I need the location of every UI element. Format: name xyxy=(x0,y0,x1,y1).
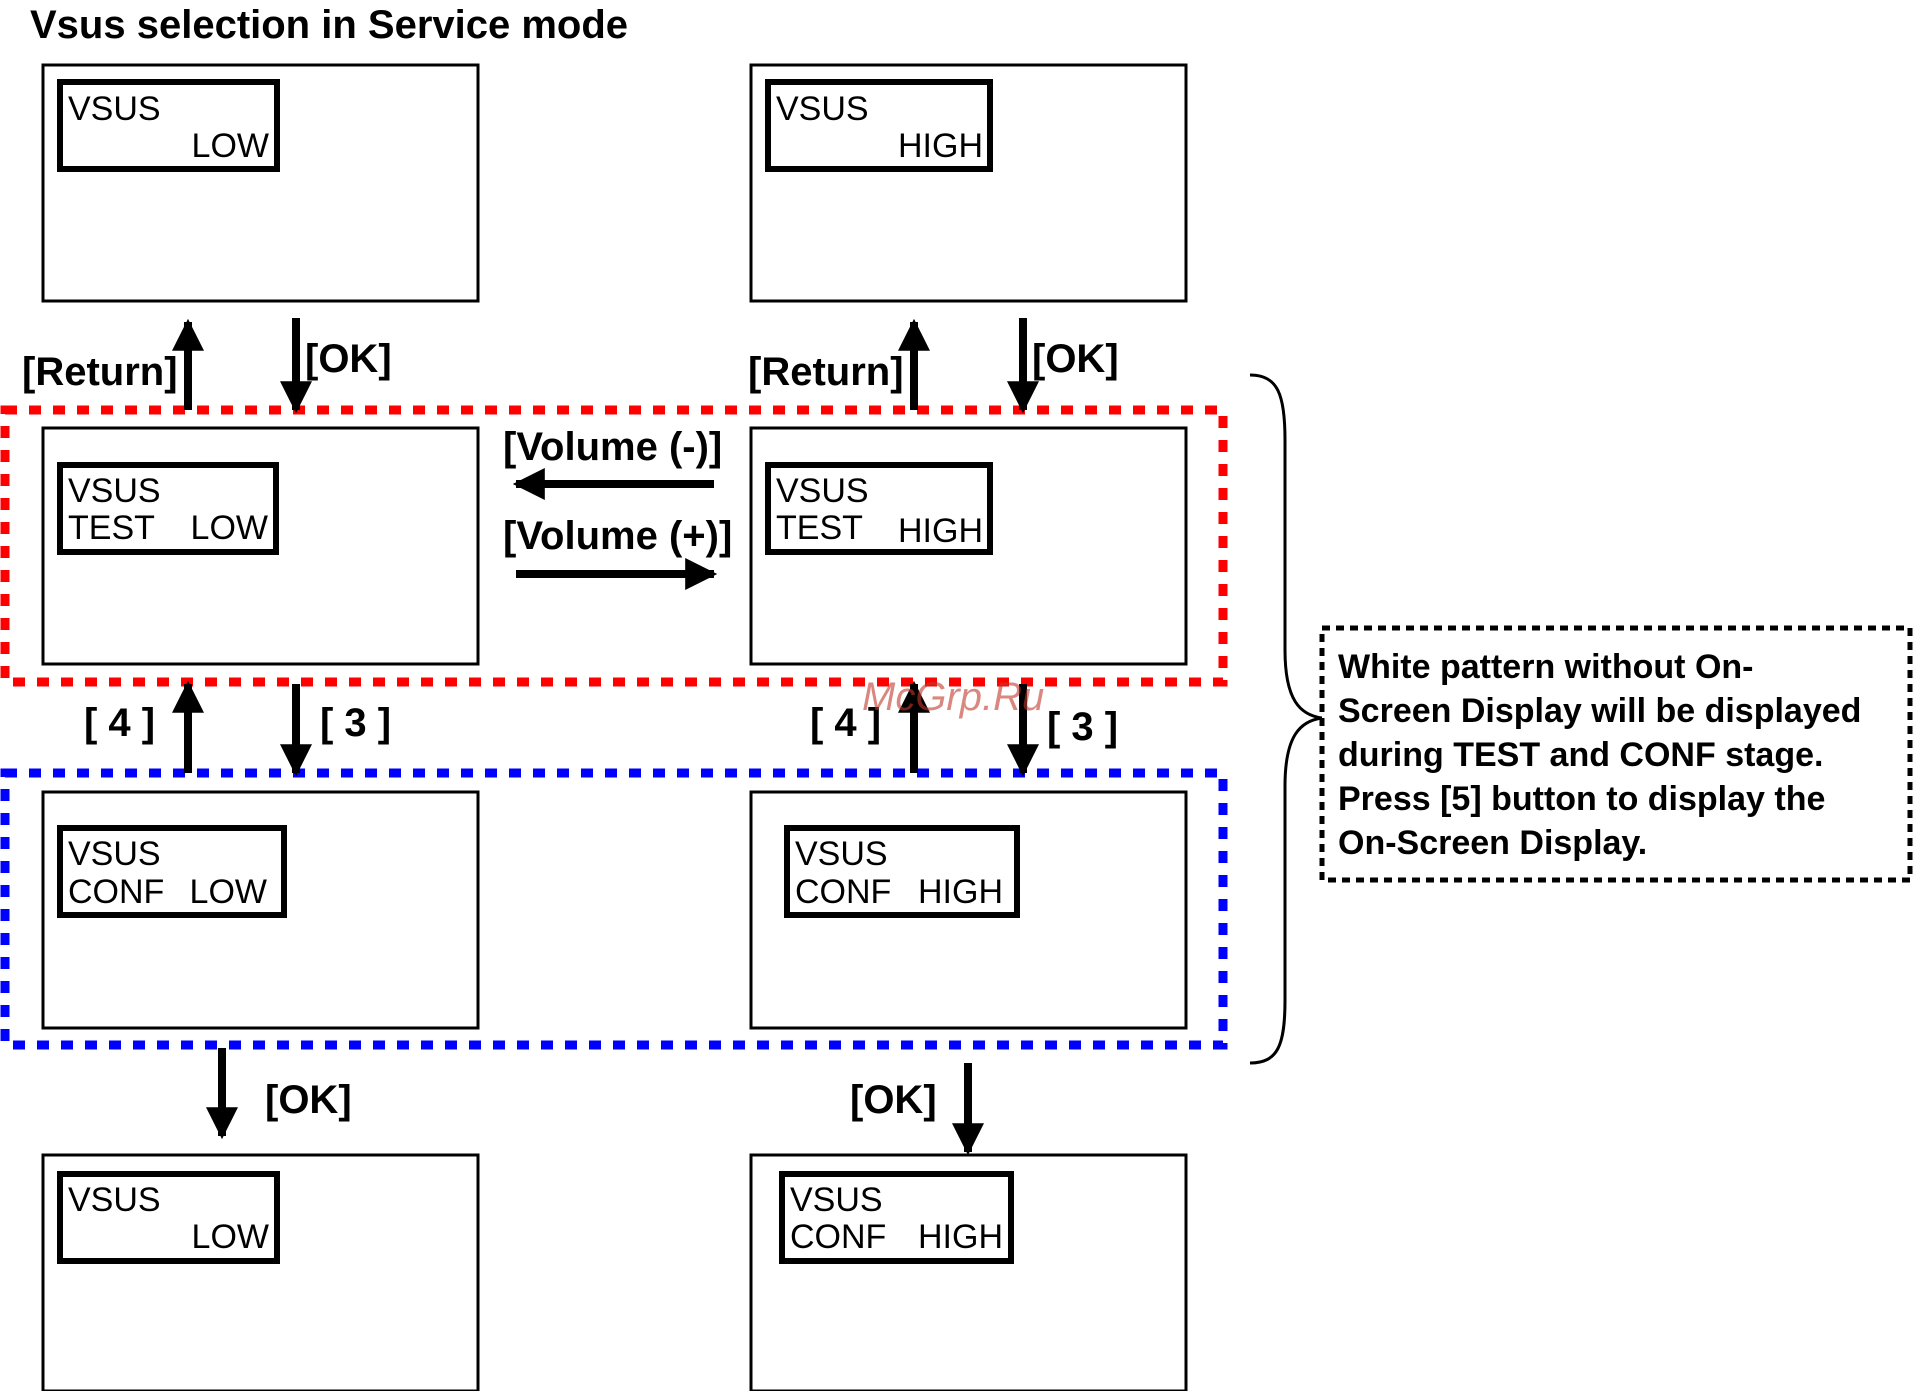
screen-high-bottom: VSUS CONF HIGH xyxy=(749,1153,1188,1391)
osd-line2-left: CONF xyxy=(790,1218,886,1256)
osd-line2-right: LOW xyxy=(192,127,269,165)
osd-line1: VSUS xyxy=(68,1181,161,1219)
osd-line2-right: LOW xyxy=(191,509,268,547)
osd-line2-right: HIGH xyxy=(898,127,983,165)
ok-label-right-bottom: [OK] xyxy=(850,1078,937,1122)
osd-line2-right: LOW xyxy=(190,873,267,911)
watermark: McGrp.Ru xyxy=(862,675,1044,719)
note-line-2: Screen Display will be displayed xyxy=(1338,692,1861,730)
note-line-5: On-Screen Display. xyxy=(1338,824,1647,862)
osd-line2-left: CONF xyxy=(68,873,164,911)
osd-line1: VSUS xyxy=(68,472,161,510)
osd-line2-right: HIGH xyxy=(918,1218,1003,1256)
osd-line2-left: TEST xyxy=(776,509,863,547)
key4-label-right: [ 4 ] xyxy=(810,701,881,745)
note-line-3: during TEST and CONF stage. xyxy=(1338,736,1823,774)
note-line-4: Press [5] button to display the xyxy=(1338,780,1825,818)
test-stage-border xyxy=(0,405,1228,687)
screen-low-test: VSUS TEST LOW xyxy=(41,426,480,666)
screen-high-conf: VSUS CONF HIGH xyxy=(749,790,1188,1030)
osd-line2-right: HIGH xyxy=(898,512,983,550)
osd-line2-right: HIGH xyxy=(918,873,1003,911)
osd-line1: VSUS xyxy=(795,835,888,873)
ok-label-right-top: [OK] xyxy=(1032,337,1119,381)
ok-label-left-bottom: [OK] xyxy=(265,1078,352,1122)
screen-low-conf: VSUS CONF LOW xyxy=(41,790,480,1030)
screen-high-test: VSUS TEST HIGH xyxy=(749,426,1188,666)
osd-line1: VSUS xyxy=(68,835,161,873)
ok-label-left-top: [OK] xyxy=(305,337,392,381)
osd-line1: VSUS xyxy=(776,90,869,128)
key3-label-left: [ 3 ] xyxy=(320,701,391,745)
osd-line1: VSUS xyxy=(790,1181,883,1219)
screen-high-top: VSUS HIGH xyxy=(749,63,1188,303)
conf-stage-border xyxy=(0,768,1228,1050)
volume-minus-label: [Volume (-)] xyxy=(503,425,722,469)
osd-line2-left: CONF xyxy=(795,873,891,911)
return-label-right: [Return] xyxy=(748,350,904,394)
volume-plus-label: [Volume (+)] xyxy=(503,514,732,558)
osd-line2-right: LOW xyxy=(192,1218,269,1256)
key3-label-right: [ 3 ] xyxy=(1047,705,1118,749)
stage-brace xyxy=(1249,373,1323,1065)
diagram-title: Vsus selection in Service mode xyxy=(30,3,628,47)
note-line-1: White pattern without On- xyxy=(1338,648,1754,686)
osd-line1: VSUS xyxy=(776,472,869,510)
note-box xyxy=(1319,625,1913,883)
screen-low-bottom: VSUS LOW xyxy=(41,1153,480,1391)
return-label-left: [Return] xyxy=(22,350,178,394)
key4-label-left: [ 4 ] xyxy=(84,701,155,745)
osd-line1: VSUS xyxy=(68,90,161,128)
screen-low-top: VSUS LOW xyxy=(41,63,480,303)
osd-line2-left: TEST xyxy=(68,509,155,547)
